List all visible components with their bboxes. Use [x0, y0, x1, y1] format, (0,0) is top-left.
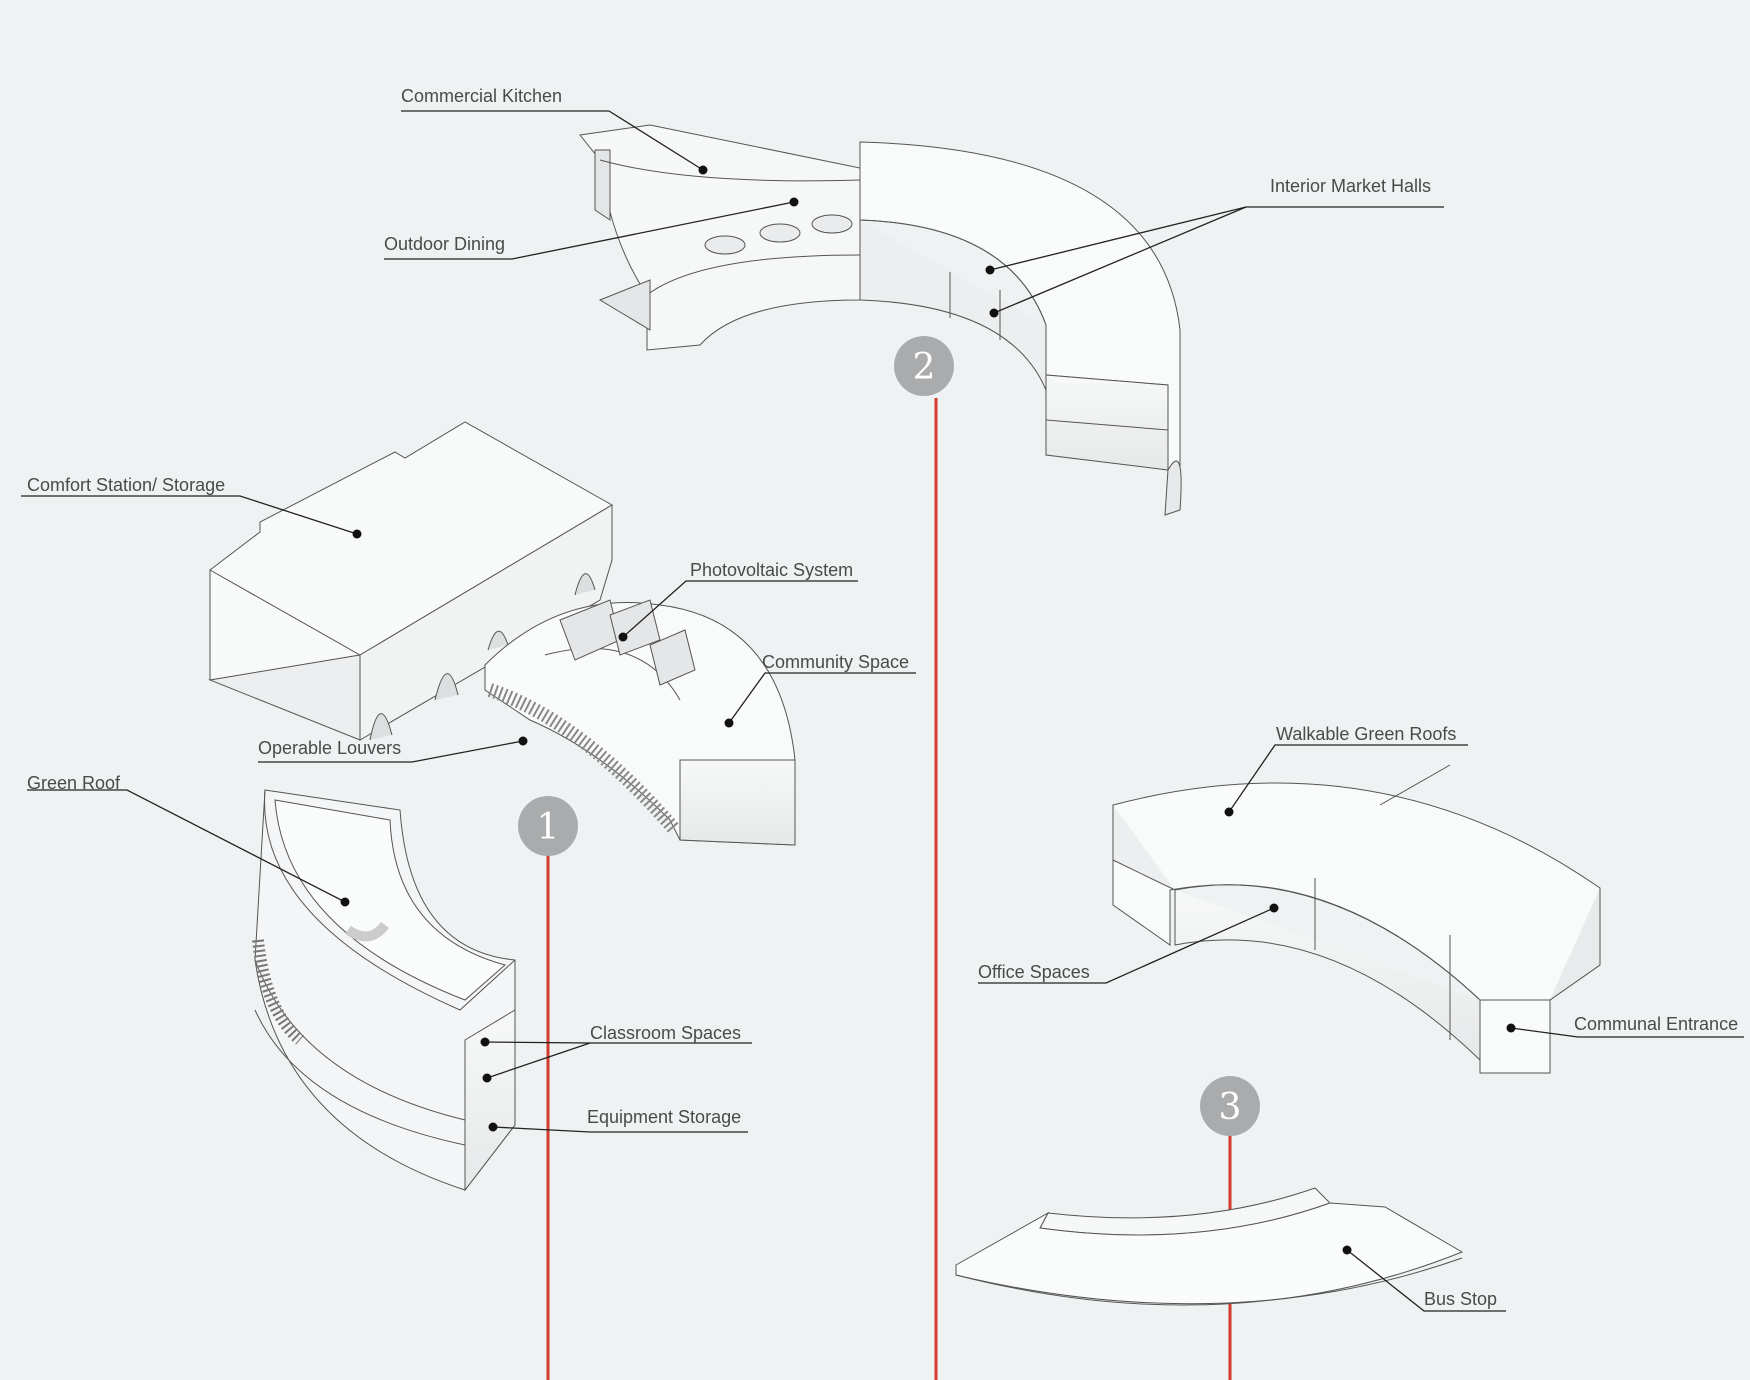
marker-2: 2 [894, 336, 954, 396]
label-outdoor-dining: Outdoor Dining [384, 234, 506, 254]
leader-office-spaces [978, 907, 1275, 984]
building-community [208, 421, 796, 846]
label-walkable-green-roofs: Walkable Green Roofs [1276, 724, 1457, 744]
leader-outdoor-dining [384, 201, 795, 260]
leader-lines [21, 110, 1744, 1312]
leader-bus-stop [1346, 1249, 1506, 1312]
leader-photovoltaic [622, 580, 858, 638]
svg-text:3: 3 [1219, 1087, 1242, 1128]
building-office [1112, 764, 1601, 1074]
svg-text:1: 1 [537, 807, 560, 848]
marker-3: 3 [1200, 1076, 1260, 1136]
leader-comfort-station [21, 495, 358, 535]
building-classroom [252, 789, 516, 1192]
leader-walkable-roofs [1228, 744, 1468, 813]
building-market [579, 124, 1182, 516]
label-communal-entrance: Communal Entrance [1574, 1014, 1739, 1034]
leader-interior-market-b [993, 206, 1247, 314]
label-office-spaces: Office Spaces [978, 962, 1090, 982]
label-green-roof: Green Roof [27, 773, 121, 793]
label-bus-stop: Bus Stop [1424, 1289, 1498, 1309]
leader-communal-entrance [1510, 1027, 1744, 1038]
label-commercial-kitchen: Commercial Kitchen [401, 86, 563, 106]
leader-dots [340, 165, 1516, 1255]
leader-equipment-storage [492, 1126, 748, 1133]
label-community-space: Community Space [762, 652, 910, 672]
svg-text:2: 2 [913, 347, 936, 388]
label-classroom-spaces: Classroom Spaces [590, 1023, 742, 1043]
leader-commercial-kitchen [401, 110, 704, 171]
label-operable-louvers: Operable Louvers [258, 738, 402, 758]
label-interior-market-halls: Interior Market Halls [1270, 176, 1432, 196]
leader-operable-louvers [258, 740, 524, 763]
leader-classroom-b [486, 1042, 591, 1079]
label-equipment-storage: Equipment Storage [587, 1107, 742, 1127]
marker-1: 1 [518, 796, 578, 856]
bus-stop-canopy [955, 1187, 1464, 1306]
leader-community-space [728, 672, 916, 724]
label-comfort-station: Comfort Station/ Storage [27, 475, 226, 495]
label-photovoltaic: Photovoltaic System [690, 560, 854, 580]
leader-green-roof [27, 789, 346, 903]
